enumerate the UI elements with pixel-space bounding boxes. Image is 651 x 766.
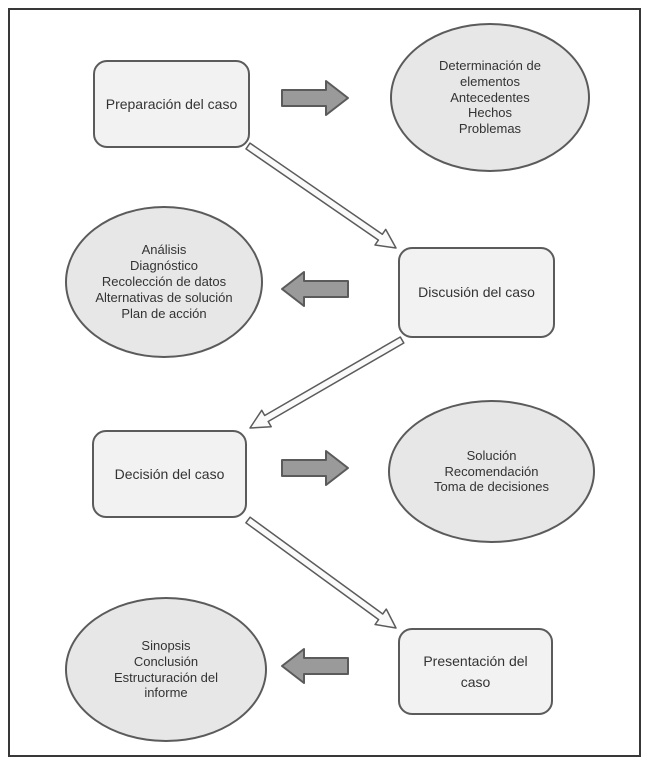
node-presentacion-del-caso: Presentación del caso bbox=[398, 628, 553, 715]
node-label: Discusión del caso bbox=[418, 284, 535, 301]
arrow-discusion-to-decision-icon bbox=[249, 336, 405, 429]
node-label: Preparación del caso bbox=[105, 95, 238, 112]
arrow-preparacion-to-determinacion-icon bbox=[281, 80, 349, 116]
node-label: Presentación del caso bbox=[423, 653, 528, 690]
node-label: Determinación de elementos Antecedentes … bbox=[439, 57, 541, 137]
diagram-frame-border bbox=[8, 8, 641, 757]
node-analisis-diagnostico: Análisis Diagnóstico Recolección de dato… bbox=[65, 206, 263, 358]
arrow-presentacion-to-sinopsis-icon bbox=[281, 648, 349, 684]
node-determinacion-de-elementos: Determinación de elementos Antecedentes … bbox=[390, 23, 590, 172]
node-decision-del-caso: Decisión del caso bbox=[92, 430, 247, 518]
node-solucion-recomendacion: Solución Recomendación Toma de decisione… bbox=[388, 400, 595, 543]
node-discusion-del-caso: Discusión del caso bbox=[398, 247, 555, 338]
node-label: Sinopsis Conclusión Estructuración del i… bbox=[113, 637, 219, 701]
node-label: Análisis Diagnóstico Recolección de dato… bbox=[95, 242, 233, 321]
arrow-preparacion-to-discusion-icon bbox=[245, 142, 397, 249]
arrow-discusion-to-analisis-icon bbox=[281, 271, 349, 307]
node-label: Decisión del caso bbox=[114, 465, 225, 482]
arrow-decision-to-presentacion-icon bbox=[245, 516, 397, 629]
arrow-decision-to-solucion-icon bbox=[281, 450, 349, 486]
node-sinopsis-conclusion: Sinopsis Conclusión Estructuración del i… bbox=[65, 597, 267, 742]
node-preparacion-del-caso: Preparación del caso bbox=[93, 60, 250, 148]
node-label: Solución Recomendación Toma de decisione… bbox=[434, 447, 549, 495]
